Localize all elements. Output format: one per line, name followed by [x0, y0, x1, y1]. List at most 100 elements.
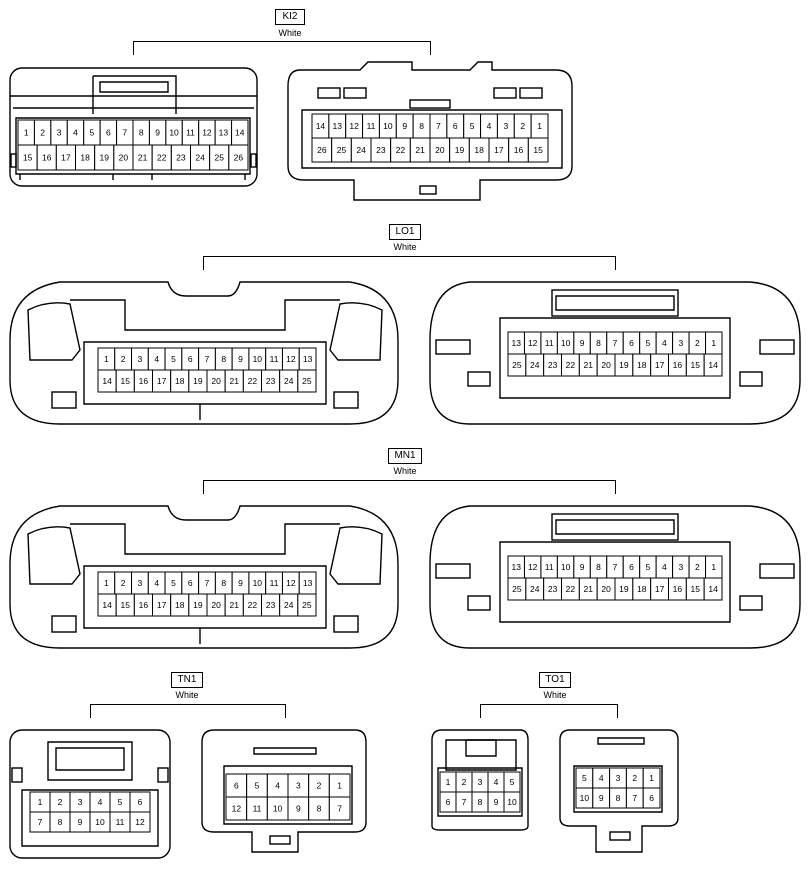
- mn1-right-pin-label: 21: [584, 584, 594, 594]
- ki2-connector-name: KI2: [275, 9, 305, 25]
- ki2-right-pin-label: 21: [415, 145, 425, 155]
- mn1-left-pin-label: 11: [270, 578, 279, 588]
- ki2-right-pin-label: 16: [514, 145, 524, 155]
- mn1-connector-color: White: [393, 466, 417, 476]
- mn1-right-pin-label: 8: [596, 562, 601, 572]
- to1-right-pin-label: 8: [616, 793, 621, 803]
- lo1-connector-color: White: [393, 242, 417, 252]
- to1-right-pin-label: 7: [632, 793, 637, 803]
- lo1-left-pin-label: 18: [175, 376, 185, 386]
- tn1-left-pin-cell: [129, 811, 151, 833]
- lo1-right-pin-label: 24: [530, 360, 540, 370]
- mn1-left-pin-label: 3: [138, 578, 143, 588]
- lo1-right-pin-label: 18: [637, 360, 647, 370]
- to1-left-pin-label: 9: [494, 797, 499, 807]
- mn1-left-pin-label: 12: [286, 578, 296, 588]
- to1-right-pin-label: 1: [649, 773, 654, 783]
- tn1-left-pin-label: 9: [78, 817, 83, 827]
- lo1-right-pin-cell: [703, 353, 723, 377]
- tn1-bracket: [90, 704, 286, 718]
- lo1-right-pin-label: 2: [695, 338, 700, 348]
- to1-right-pin-cell: [642, 787, 661, 809]
- lo1-right-pin-label: 11: [545, 338, 554, 348]
- lo1-left-pin-label: 10: [253, 354, 263, 364]
- lo1-right-pin-label: 5: [646, 338, 651, 348]
- mn1-left-pin-label: 13: [303, 578, 313, 588]
- mn1-right-pin-label: 25: [512, 584, 522, 594]
- mn1-right-pin-label: 12: [528, 562, 538, 572]
- mn1-left-pin-label: 2: [121, 578, 126, 588]
- lo1-right-pin-label: 25: [512, 360, 522, 370]
- ki2-left-pin-label: 25: [215, 153, 225, 163]
- mn1-left-pin-label: 23: [266, 600, 276, 610]
- tn1-right-pin-label: 7: [337, 804, 342, 814]
- ki2-left-housing: [9, 67, 258, 187]
- lo1-right-pin-label: 23: [548, 360, 558, 370]
- to1-right-pin-label: 10: [580, 793, 590, 803]
- lo1-right-pin-label: 16: [673, 360, 683, 370]
- ki2-right-pin-label: 25: [337, 145, 347, 155]
- mn1-bracket: [203, 480, 616, 494]
- tn1-left-pin-label: 8: [58, 817, 63, 827]
- mn1-right-pin-label: 13: [511, 562, 521, 572]
- lo1-left-pin-label: 1: [104, 354, 109, 364]
- to1-left-pin-label: 8: [478, 797, 483, 807]
- mn1-left-pin-label: 14: [102, 600, 112, 610]
- to1-left-pin-cell: [503, 791, 521, 813]
- ki2-right-pin-label: 19: [455, 145, 465, 155]
- lo1-left-pin-label: 16: [139, 376, 149, 386]
- mn1-right-pin-label: 11: [545, 562, 554, 572]
- mn1-left-pin-label: 22: [248, 600, 258, 610]
- lo1-left-pin-label: 24: [284, 376, 294, 386]
- lo1-left-pin-label: 21: [230, 376, 240, 386]
- ki2-left-pin-label: 6: [106, 128, 111, 138]
- ki2-left-pin-label: 22: [157, 153, 167, 163]
- ki2-left-pin-label: 19: [100, 153, 110, 163]
- lo1-left-pin-label: 3: [138, 354, 143, 364]
- lo1-right-pin-label: 17: [655, 360, 665, 370]
- mn1-right-pin-label: 23: [548, 584, 558, 594]
- to1-left-pin-label: 5: [510, 777, 515, 787]
- ki2-right-pin-label: 7: [436, 121, 441, 131]
- ki2-right-pin-label: 26: [317, 145, 327, 155]
- ki2-right-pin-label: 22: [396, 145, 406, 155]
- to1-connector-name: TO1: [539, 672, 571, 688]
- ki2-left-pin-label: 23: [176, 153, 186, 163]
- lo1-left-pin-cell: [297, 369, 317, 393]
- mn1-right-pin-label: 15: [691, 584, 701, 594]
- to1-right-pin-label: 9: [599, 793, 604, 803]
- mn1-right-pin-label: 16: [673, 584, 683, 594]
- mn1-left-pin-label: 7: [205, 578, 210, 588]
- lo1-left-pin-label: 13: [303, 354, 313, 364]
- ki2-right-pin-label: 20: [435, 145, 445, 155]
- to1-right-pin-label: 3: [616, 773, 621, 783]
- mn1-right-pin-label: 22: [566, 584, 576, 594]
- lo1-left-pin-label: 12: [286, 354, 296, 364]
- ki2-left-pin-label: 12: [202, 128, 212, 138]
- ki2-left-pin-label: 8: [139, 128, 144, 138]
- mn1-left-pin-label: 6: [188, 578, 193, 588]
- lo1-left-pin-label: 23: [266, 376, 276, 386]
- ki2-connector-color: White: [278, 28, 302, 38]
- lo1-left-pin-label: 7: [205, 354, 210, 364]
- mn1-right-pin-label: 1: [711, 562, 716, 572]
- to1-left-pin-label: 10: [507, 797, 517, 807]
- mn1-left-pin-label: 19: [193, 600, 203, 610]
- mn1-right-pin-label: 4: [662, 562, 667, 572]
- ki2-left-pin-label: 24: [195, 153, 205, 163]
- mn1-left-pin-label: 5: [171, 578, 176, 588]
- lo1-left-pin-label: 22: [248, 376, 258, 386]
- mn1-right-pin-label: 9: [580, 562, 585, 572]
- mn1-right-pin-label: 10: [561, 562, 571, 572]
- mn1-connector-name: MN1: [388, 448, 422, 464]
- mn1-left-pin-label: 21: [230, 600, 240, 610]
- lo1-right-pin-label: 7: [613, 338, 618, 348]
- tn1-right-pin-label: 3: [296, 781, 301, 791]
- ki2-right-pin-label: 12: [349, 121, 359, 131]
- ki2-left-pin-label: 16: [42, 153, 52, 163]
- mn1-right-pin-cell: [703, 577, 723, 601]
- lo1-left-pin-label: 14: [102, 376, 112, 386]
- lo1-right-pin-label: 10: [561, 338, 571, 348]
- lo1-left-pin-label: 15: [121, 376, 131, 386]
- lo1-left-pin-label: 5: [171, 354, 176, 364]
